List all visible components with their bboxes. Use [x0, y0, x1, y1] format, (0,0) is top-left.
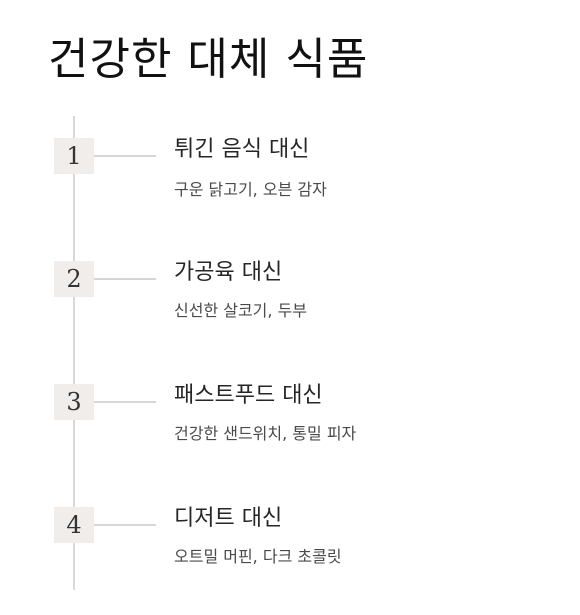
item-description: 구운 닭고기, 오븐 감자 [174, 180, 327, 199]
connector-line [94, 155, 156, 157]
list-item: 3 패스트푸드 대신 건강한 샌드위치, 통밀 피자 [0, 380, 580, 460]
item-description: 오트밀 머핀, 다크 초콜릿 [174, 547, 342, 566]
item-title: 가공육 대신 [174, 260, 283, 285]
step-number-badge: 1 [54, 138, 94, 174]
list-item: 2 가공육 대신 신선한 살코기, 두부 [0, 257, 580, 337]
item-title: 패스트푸드 대신 [174, 383, 323, 408]
list-item: 4 디저트 대신 오트밀 머핀, 다크 초콜릿 [0, 503, 580, 583]
step-number-badge: 4 [54, 507, 94, 543]
item-description: 건강한 샌드위치, 통밀 피자 [174, 424, 357, 443]
item-title: 디저트 대신 [174, 506, 283, 531]
connector-line [94, 401, 156, 403]
item-title: 튀긴 음식 대신 [174, 137, 310, 162]
connector-line [94, 278, 156, 280]
item-description: 신선한 살코기, 두부 [174, 301, 308, 320]
step-number-badge: 3 [54, 384, 94, 420]
page-title: 건강한 대체 식품 [48, 34, 369, 85]
timeline-line [73, 116, 75, 590]
connector-line [94, 524, 156, 526]
step-number-badge: 2 [54, 261, 94, 297]
list-item: 1 튀긴 음식 대신 구운 닭고기, 오븐 감자 [0, 134, 580, 214]
